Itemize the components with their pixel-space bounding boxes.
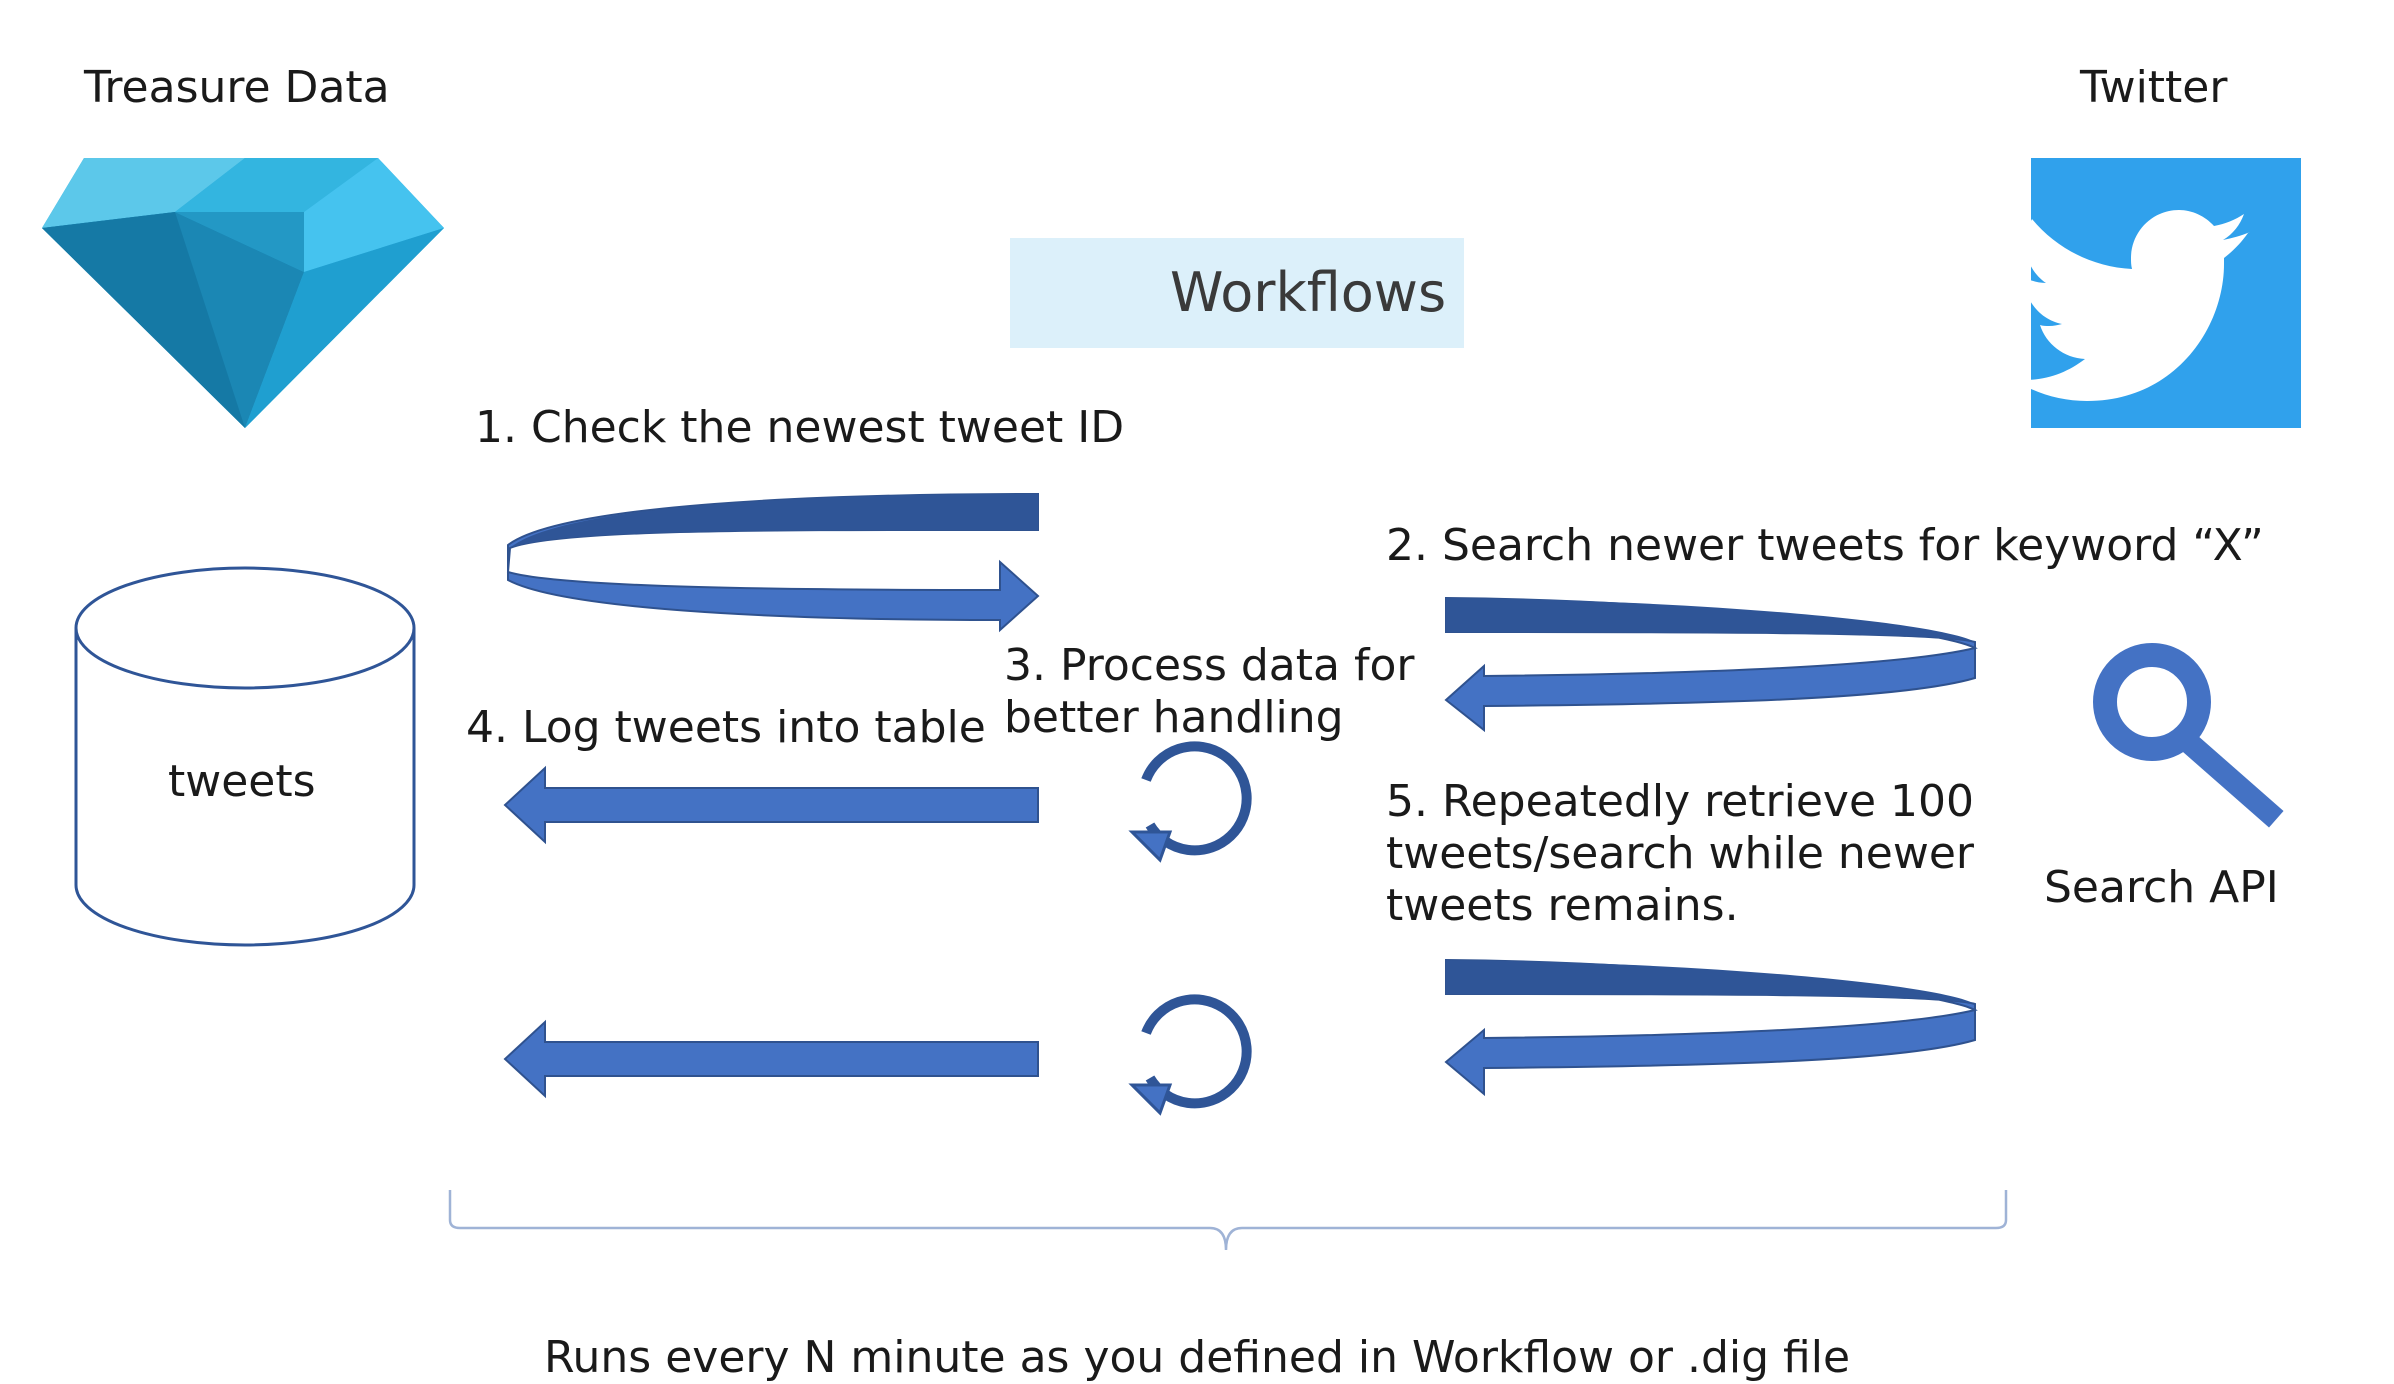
step4-left-arrow: [503, 765, 1039, 845]
step5-loop-arrow: [1444, 958, 1978, 1097]
treasure-data-title: Treasure Data: [84, 62, 390, 113]
treasure-data-diamond-icon: [42, 158, 444, 428]
twitter-bird-icon: [2013, 158, 2301, 428]
step3-line1: 3. Process data for: [1004, 640, 1415, 691]
twitter-title: Twitter: [2080, 62, 2228, 113]
refresh-icon: [1128, 741, 1252, 863]
magnifier-icon: [2093, 643, 2284, 828]
refresh-icon: [1128, 994, 1252, 1116]
tweets-table-cylinder: [74, 566, 416, 947]
step5-line1: 5. Repeatedly retrieve 100: [1386, 776, 1975, 827]
workflows-logo-label: Workflows: [1170, 261, 1447, 324]
step1-label: 1. Check the newest tweet ID: [475, 402, 1125, 453]
step5-label: 5. Repeatedly retrieve 100 tweets/search…: [1386, 776, 1974, 932]
search-api-label: Search API: [2044, 862, 2279, 913]
workflows-logo-box: [1010, 238, 1464, 348]
step2-label: 2. Search newer tweets for keyword “X”: [1386, 520, 2264, 571]
footer-caption: Runs every N minute as you defined in Wo…: [543, 1332, 1851, 1383]
schedule-brace: [448, 1190, 2008, 1251]
step3-line2: better handling: [1004, 692, 1344, 743]
step3-label: 3. Process data for better handling: [1004, 640, 1414, 744]
step5-line3: tweets remains.: [1386, 880, 1739, 931]
step5-line2: tweets/search while newer: [1386, 828, 1975, 879]
tweets-table-label: tweets: [168, 756, 316, 807]
step2-loop-arrow: [1444, 596, 1978, 733]
step4-label: 4. Log tweets into table: [466, 702, 986, 753]
step1-loop-arrow: [506, 492, 1040, 633]
lower-left-arrow: [503, 1019, 1039, 1099]
